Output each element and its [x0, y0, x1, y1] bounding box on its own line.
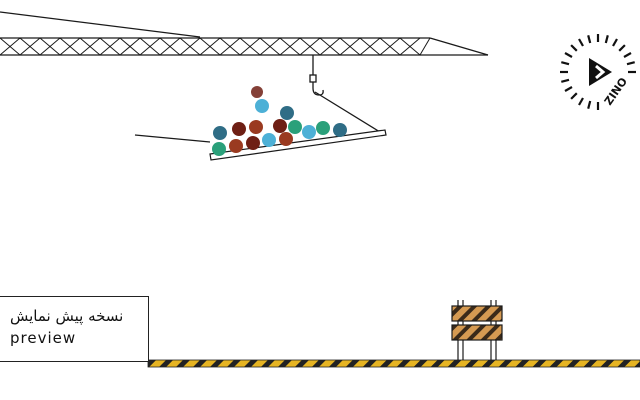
ball: [316, 121, 330, 135]
crane-tie-cable: [0, 11, 201, 38]
ball: [212, 142, 226, 156]
balls: [212, 86, 347, 156]
sling-right: [314, 91, 381, 133]
ball: [262, 133, 276, 147]
crane: [0, 11, 489, 143]
logo-lettering: ZINO: [602, 75, 630, 108]
ball: [229, 139, 243, 153]
logo-ring: [560, 34, 636, 110]
ball: [279, 132, 293, 146]
preview-watermark: نسخه پیش نمایش preview: [0, 296, 149, 362]
brand-logo: ZINO: [560, 34, 636, 110]
play-icon: [589, 58, 612, 86]
preview-text-fa: نسخه پیش نمایش: [10, 307, 124, 325]
ball: [249, 120, 263, 134]
ball: [213, 126, 227, 140]
barrier-board-top: [451, 305, 503, 322]
hazard-tape-ground: [147, 359, 640, 368]
ball: [333, 123, 347, 137]
svg-text:ZINO: ZINO: [602, 75, 630, 108]
crane-lattice: [0, 37, 431, 56]
preview-text-en: preview: [10, 329, 77, 347]
hanging-tray: [209, 129, 387, 161]
ball: [255, 99, 269, 113]
crane-hook: [312, 82, 324, 96]
ball: [232, 122, 246, 136]
ball: [280, 106, 294, 120]
barrier-board-bottom: [451, 324, 503, 341]
road-barrier: [451, 300, 503, 360]
ball: [302, 125, 316, 139]
sling-left: [134, 134, 211, 143]
ball: [246, 136, 260, 150]
ball: [273, 119, 287, 133]
ball: [288, 120, 302, 134]
ball: [251, 86, 263, 98]
hook-block: [309, 74, 317, 83]
